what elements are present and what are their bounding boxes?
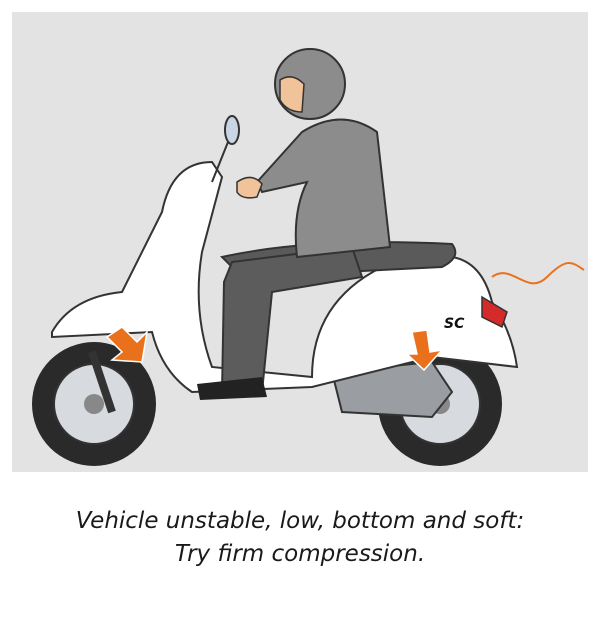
rear-compression-arrow-icon xyxy=(405,329,444,372)
caption-line-2: Try firm compression. xyxy=(174,541,426,567)
front-compression-arrow-icon xyxy=(105,326,149,363)
mirror xyxy=(224,115,240,145)
sc-logo: SC xyxy=(444,316,465,332)
rider-legs xyxy=(220,245,364,393)
rider-hand xyxy=(236,176,263,199)
vibration-wave xyxy=(491,262,585,285)
illustration-panel: SC xyxy=(12,12,588,472)
engine xyxy=(330,360,454,419)
rider-torso xyxy=(255,118,392,259)
taillight xyxy=(481,295,508,329)
front-wheel xyxy=(32,342,156,466)
rider-face xyxy=(279,76,305,113)
scooter-body xyxy=(51,160,519,394)
front-suspension xyxy=(88,350,116,414)
scooter-illustration: SC xyxy=(32,48,585,466)
rider-shoe xyxy=(197,377,267,400)
caption: Vehicle unstable, low, bottom and soft: … xyxy=(0,505,600,571)
caption-line-1: Vehicle unstable, low, bottom and soft: xyxy=(75,508,525,534)
